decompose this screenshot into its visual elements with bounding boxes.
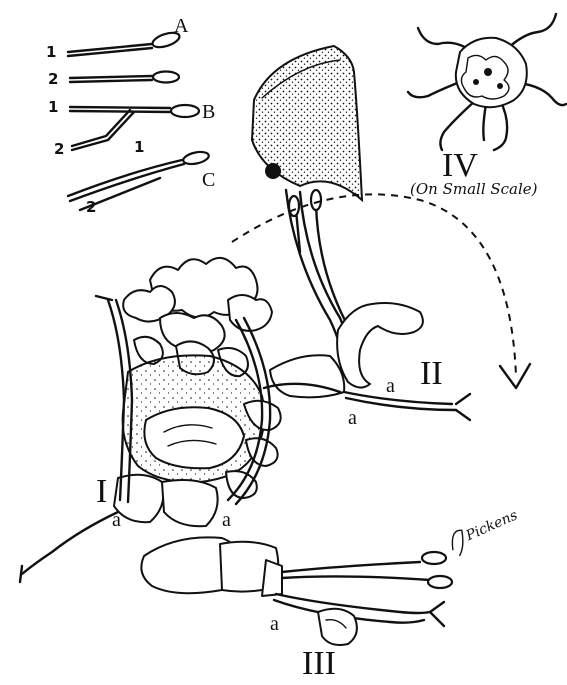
label-figure-i: I	[96, 473, 107, 510]
signature-text: Pickens	[463, 507, 520, 544]
stamen-num-1-b: 1	[48, 98, 58, 116]
figure-iv-caption: (On Small Scale)	[410, 180, 538, 198]
label-figure-iii: III	[302, 645, 336, 682]
stamen-num-2-c: 2	[86, 198, 96, 216]
label-stamen-b: B	[202, 101, 215, 123]
part-label-a-figure-i-left: a	[112, 509, 121, 531]
part-label-a-flower-ii-left: a	[348, 407, 357, 429]
artist-signature: Pickens	[447, 506, 523, 557]
part-label-a-figure-i-right: a	[222, 509, 231, 531]
stamen-num-1-c: 1	[134, 138, 144, 156]
part-label-a-figure-iii: a	[270, 613, 279, 635]
label-stamen-a: A	[174, 15, 189, 37]
flower-iii-icon	[141, 537, 452, 645]
flower-cluster-small-icon	[408, 14, 566, 150]
stamen-num-2-b: 2	[54, 140, 64, 158]
label-figure-iv: IV	[442, 147, 478, 184]
label-stamen-c: C	[202, 169, 215, 191]
part-label-a-flower-ii-right: a	[386, 375, 395, 397]
dashed-curved-arrow-icon	[232, 194, 516, 376]
stamen-num-2-a: 2	[48, 70, 58, 88]
label-figure-ii: II	[420, 355, 443, 392]
stamen-num-1-a: 1	[46, 43, 56, 61]
flower-cluster-i-icon	[20, 258, 340, 582]
stamen-diagram-a	[68, 30, 181, 83]
